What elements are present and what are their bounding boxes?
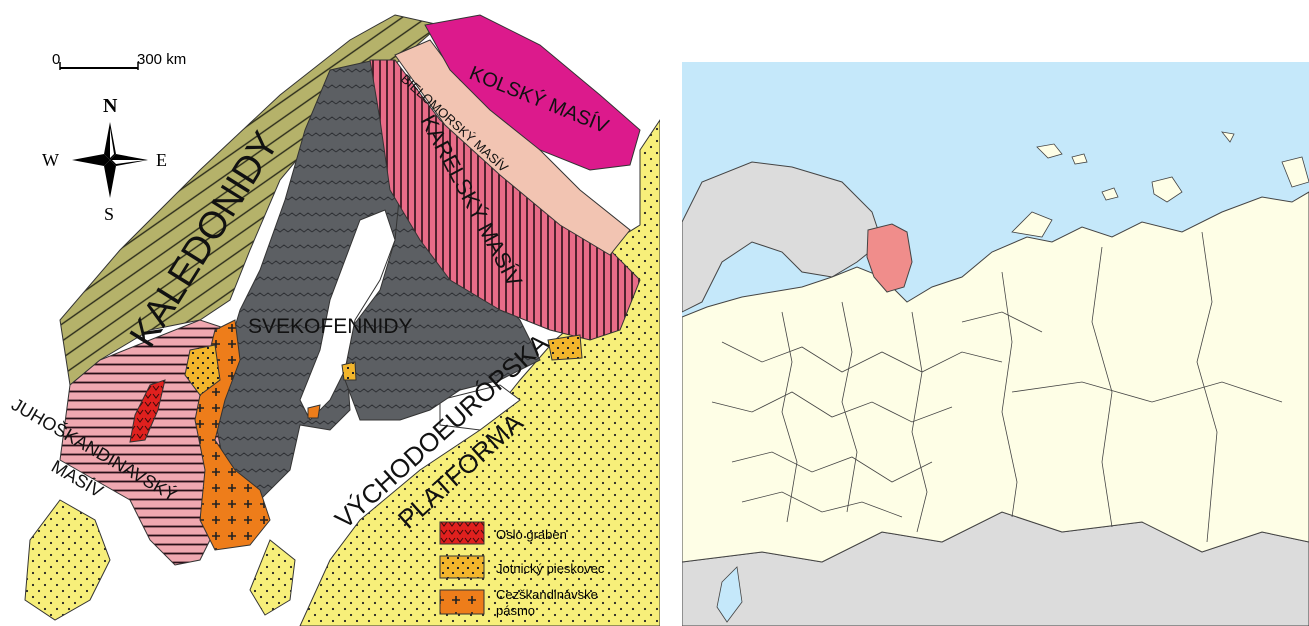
compass-north: N — [103, 95, 118, 117]
scale-zero: 0 — [52, 51, 60, 68]
legend-label-oslo: Oslo graben — [496, 527, 567, 542]
compass-rose-icon: N S W E — [42, 95, 167, 224]
locator-map — [682, 62, 1309, 626]
label-svekofennidy: SVEKOFENNIDY — [248, 315, 413, 338]
geological-map: 0 300 km N S W E KALEDONIDY SVEKOFENNIDY… — [8, 14, 660, 626]
scale-bar: 0 300 km — [52, 51, 186, 70]
map-legend: Oslo graben Jotnický pieskovec Cezškandi… — [439, 521, 605, 618]
jotnicky-spots — [184, 334, 583, 419]
scale-end: 300 km — [137, 51, 186, 68]
regional-borders — [711, 231, 1283, 543]
scandinavia-land — [682, 161, 883, 313]
gulf-of-bothnia — [299, 209, 396, 421]
legend-swatch-jotnicky — [439, 555, 485, 579]
compass-east: E — [156, 150, 167, 170]
legend-swatch-oslo — [439, 521, 485, 545]
kolsky-region — [424, 14, 641, 171]
legend-label-cezskandinavske-1: Cezškandinávske — [496, 587, 598, 602]
legend-label-jotnicky: Jotnický pieskovec — [496, 561, 605, 576]
compass-west: W — [42, 150, 59, 170]
caspian-sea — [716, 566, 743, 623]
legend-swatch-cezskandinavske — [439, 589, 485, 615]
highlighted-region — [866, 223, 913, 293]
arctic-islands — [1011, 131, 1309, 238]
russia-land — [682, 191, 1309, 563]
compass-south: S — [104, 204, 114, 224]
legend-label-cezskandinavske-2: pásmo — [496, 603, 535, 618]
oslo-graben-region — [129, 379, 166, 443]
